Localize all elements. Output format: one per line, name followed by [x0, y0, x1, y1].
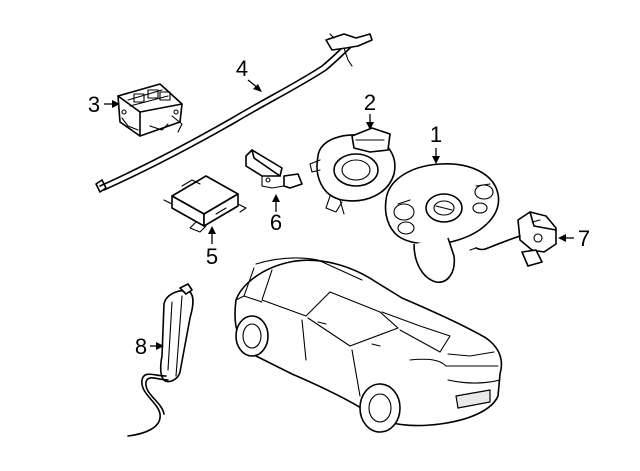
passenger-airbag-module	[117, 83, 183, 137]
clock-spring	[309, 127, 396, 215]
side-airbag	[127, 283, 194, 437]
airbag-control-module	[163, 175, 247, 233]
callout-8: 8	[134, 334, 148, 359]
callout-5: 5	[205, 244, 219, 269]
callout-3: 3	[87, 92, 101, 117]
callout-1: 1	[429, 122, 443, 147]
vehicle-illustration	[234, 257, 503, 433]
seat-belt-pretensioner-bracket	[469, 211, 557, 267]
callout-2: 2	[363, 90, 377, 115]
leader-lines	[104, 79, 574, 350]
callout-7: 7	[577, 226, 591, 251]
callout-4: 4	[235, 56, 249, 81]
impact-sensor	[245, 149, 303, 189]
steering-wheel-airbag	[384, 163, 500, 283]
callout-6: 6	[269, 210, 283, 235]
curtain-airbag	[95, 33, 373, 193]
